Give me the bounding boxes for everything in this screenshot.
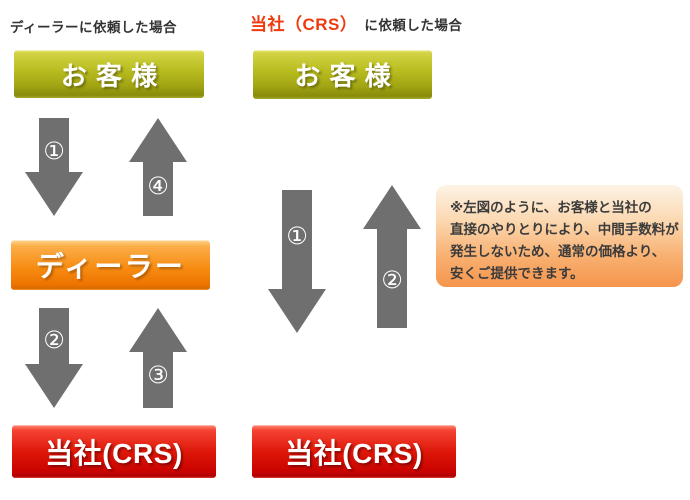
arrow-up-head-icon <box>129 118 187 162</box>
note-line: 安くご提供できます。 <box>450 266 584 281</box>
step-number-1: ① <box>43 138 65 165</box>
arrow-up-step3-dealer-flow: ③ <box>129 308 187 408</box>
arrow-up-step4-dealer-flow: ④ <box>129 118 187 216</box>
step-number-4: ④ <box>147 173 169 200</box>
arrow-down-step2-dealer-flow: ② <box>25 308 83 408</box>
company-box-direct-flow: 当社(CRS) <box>252 425 456 478</box>
direct-flow-heading-rest: に依頼した場合 <box>364 18 463 33</box>
arrow-up-head-icon <box>129 308 187 352</box>
arrow-down-head-icon <box>25 364 83 408</box>
dealer-box: ディーラー <box>11 240 210 290</box>
arrow-up-step2-direct-flow: ② <box>363 185 421 328</box>
arrow-down-step1-direct-flow: ① <box>268 190 326 333</box>
step-number-1: ① <box>286 223 308 250</box>
dealer-flow-heading: ディーラーに依頼した場合 <box>10 20 178 35</box>
arrow-shaft <box>377 229 407 328</box>
arrow-shaft <box>39 308 69 364</box>
arrow-down-head-icon <box>268 289 326 333</box>
arrow-up-head-icon <box>363 185 421 229</box>
customer-box-dealer-flow: お客様 <box>14 50 204 98</box>
arrow-shaft <box>39 118 69 172</box>
step-number-2: ② <box>381 267 403 294</box>
step-number-3: ③ <box>147 362 169 389</box>
note-line: 直接のやりとりにより、中間手数料が <box>450 222 679 237</box>
arrow-down-head-icon <box>25 172 83 216</box>
step-number-2: ② <box>43 327 65 354</box>
cost-saving-note: ※左図のように、お客様と当社の 直接のやりとりにより、中間手数料が 発生しないた… <box>436 185 683 287</box>
arrow-down-step1-dealer-flow: ① <box>25 118 83 216</box>
arrow-shaft <box>143 352 173 408</box>
customer-box-direct-flow: お客様 <box>253 50 432 99</box>
arrow-shaft <box>143 162 173 216</box>
note-line: 発生しないため、通常の価格より、 <box>450 244 666 259</box>
company-box-dealer-flow: 当社(CRS) <box>12 425 216 478</box>
note-line: ※左図のように、お客様と当社の <box>450 200 652 215</box>
direct-flow-heading-emphasis: 当社（CRS） <box>250 15 358 34</box>
direct-flow-heading: 当社（CRS） に依頼した場合 <box>250 10 462 35</box>
arrow-shaft <box>282 190 312 289</box>
